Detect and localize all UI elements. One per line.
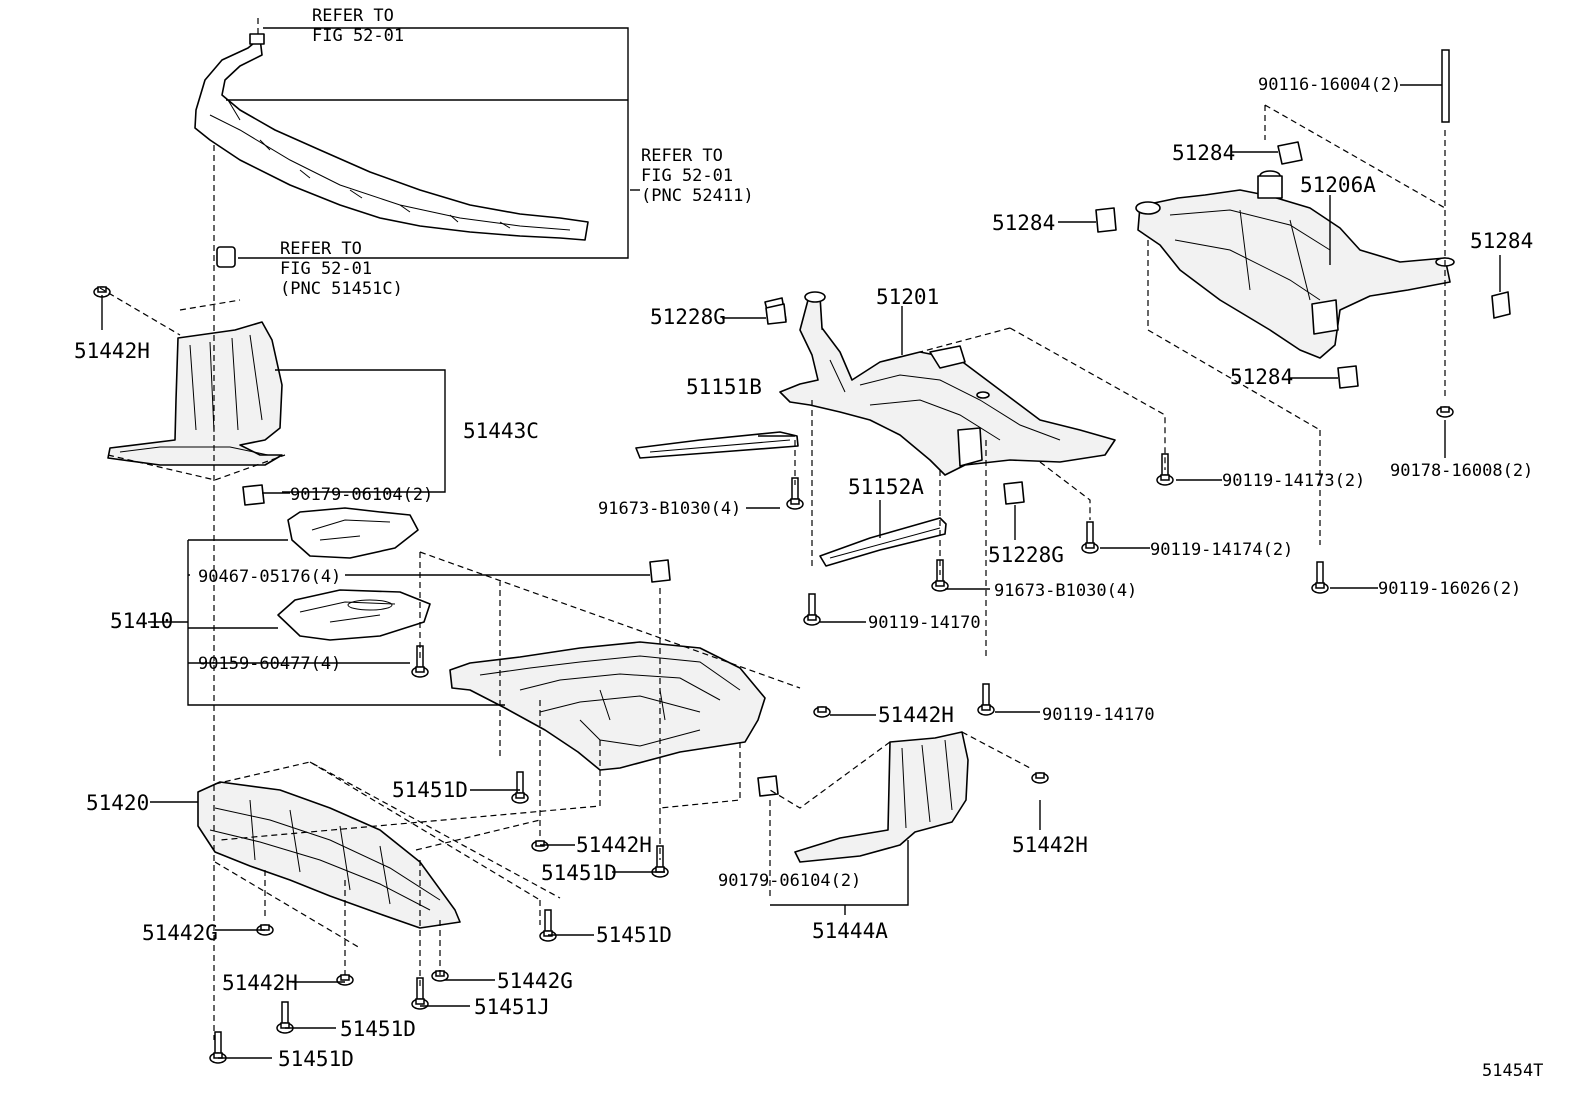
refer-label-2-line3: (PNC 51451C) <box>280 279 403 299</box>
refer-label-2-line1: REFER TO <box>280 239 362 259</box>
callout-6: 51420 <box>86 791 149 815</box>
refer-label-1-line2: FIG 52-01 <box>641 166 733 186</box>
callout-16: 51451D <box>278 1047 354 1071</box>
lower-cover-51420-part <box>197 781 461 929</box>
callout-28: 90119-14173(2) <box>1222 471 1365 491</box>
refer-label-2-line2: FIG 52-01 <box>280 259 372 279</box>
callout-3: 51410 <box>110 609 173 633</box>
refer-label-1-line1: REFER TO <box>641 146 723 166</box>
bolt-17 <box>1081 521 1099 554</box>
bolt-3 <box>531 840 549 852</box>
bolt-21 <box>1031 772 1049 784</box>
refer-label-0-line2: FIG 52-01 <box>312 26 404 46</box>
callout-8: 51442H <box>576 833 652 857</box>
callout-0: 51442H <box>74 339 150 363</box>
bolt-13 <box>786 477 804 510</box>
bushings-and-clips <box>242 141 1511 797</box>
callout-38: 90178-16008(2) <box>1390 461 1533 481</box>
callout-1: 51443C <box>463 419 539 443</box>
callout-19: 51201 <box>876 285 939 309</box>
callout-9: 51451D <box>541 861 617 885</box>
engine-undercover-plate-bottom <box>277 589 431 641</box>
stud-90116-part <box>1441 49 1450 123</box>
callout-12: 51442H <box>222 971 298 995</box>
callout-21: 51152A <box>848 475 924 499</box>
callout-31: 51442H <box>1012 833 1088 857</box>
bumper-cover-part <box>194 33 589 268</box>
engine-under-cover-part <box>449 641 766 771</box>
callout-35: 51284 <box>992 211 1055 235</box>
callout-37: 51284 <box>1230 365 1293 389</box>
bolt-9 <box>411 977 429 1010</box>
callout-22: 91673-B1030(4) <box>994 581 1137 601</box>
callout-26: 51228G <box>988 543 1064 567</box>
crossmember-51201-part <box>764 291 1116 476</box>
bolt-18 <box>1156 453 1174 486</box>
callout-23: 90119-14170 <box>868 613 981 633</box>
fender-liner-51444A-part <box>794 731 969 863</box>
callout-20: 91673-B1030(4) <box>598 499 741 519</box>
callout-24: 90119-14170 <box>1042 705 1155 725</box>
leader-lines <box>101 27 1501 1059</box>
callout-14: 51451J <box>474 995 550 1019</box>
bolts-and-screws <box>93 286 1454 1064</box>
callout-4: 90467-05176(4) <box>198 567 341 587</box>
refer-label-1-line3: (PNC 52411) <box>641 186 754 206</box>
engine-undercover-plate-top <box>287 507 419 559</box>
brace-51152A-part <box>819 517 947 567</box>
callout-2: 90179-06104(2) <box>290 485 433 505</box>
callout-33: 51284 <box>1172 141 1235 165</box>
callout-39: 90119-16026(2) <box>1378 579 1521 599</box>
refer-label-0-line1: REFER TO <box>312 6 394 26</box>
callout-32: 90116-16004(2) <box>1258 75 1401 95</box>
callout-36: 51284 <box>1470 229 1533 253</box>
assembly-dashed-lines <box>99 18 1446 1040</box>
callout-11: 51451D <box>596 923 672 947</box>
callout-7: 51451D <box>392 778 468 802</box>
callout-34: 51206A <box>1300 173 1376 197</box>
bolt-14 <box>803 593 821 626</box>
callout-13: 51442G <box>497 969 573 993</box>
callout-10: 51442G <box>142 921 218 945</box>
brace-51151B-part <box>635 431 799 459</box>
crossmember-51206A-part <box>1135 170 1455 359</box>
bolt-1 <box>411 645 429 678</box>
callout-17: 51228G <box>650 305 726 329</box>
bolt-5 <box>539 909 557 942</box>
callout-25: 51442H <box>878 703 954 727</box>
bolt-20 <box>1436 406 1454 418</box>
bolt-19 <box>1311 561 1329 594</box>
part-number-callouts: 51442H 51443C 90179-06104(2) 51410 90467-051… <box>74 75 1533 1071</box>
callout-5: 90159-60477(4) <box>198 654 341 674</box>
callout-29: 90179-06104(2) <box>718 871 861 891</box>
callout-27: 90119-14174(2) <box>1150 540 1293 560</box>
fender-liner-51443C-part <box>107 321 283 466</box>
callout-18: 51151B <box>686 375 762 399</box>
bolt-12 <box>813 706 831 718</box>
callout-15: 51451D <box>340 1017 416 1041</box>
bolt-7 <box>336 974 354 986</box>
bolt-2 <box>511 771 529 804</box>
callout-30: 51444A <box>812 919 888 943</box>
diagram-id-label: 51454T <box>1482 1061 1543 1081</box>
bolt-16 <box>977 683 995 716</box>
